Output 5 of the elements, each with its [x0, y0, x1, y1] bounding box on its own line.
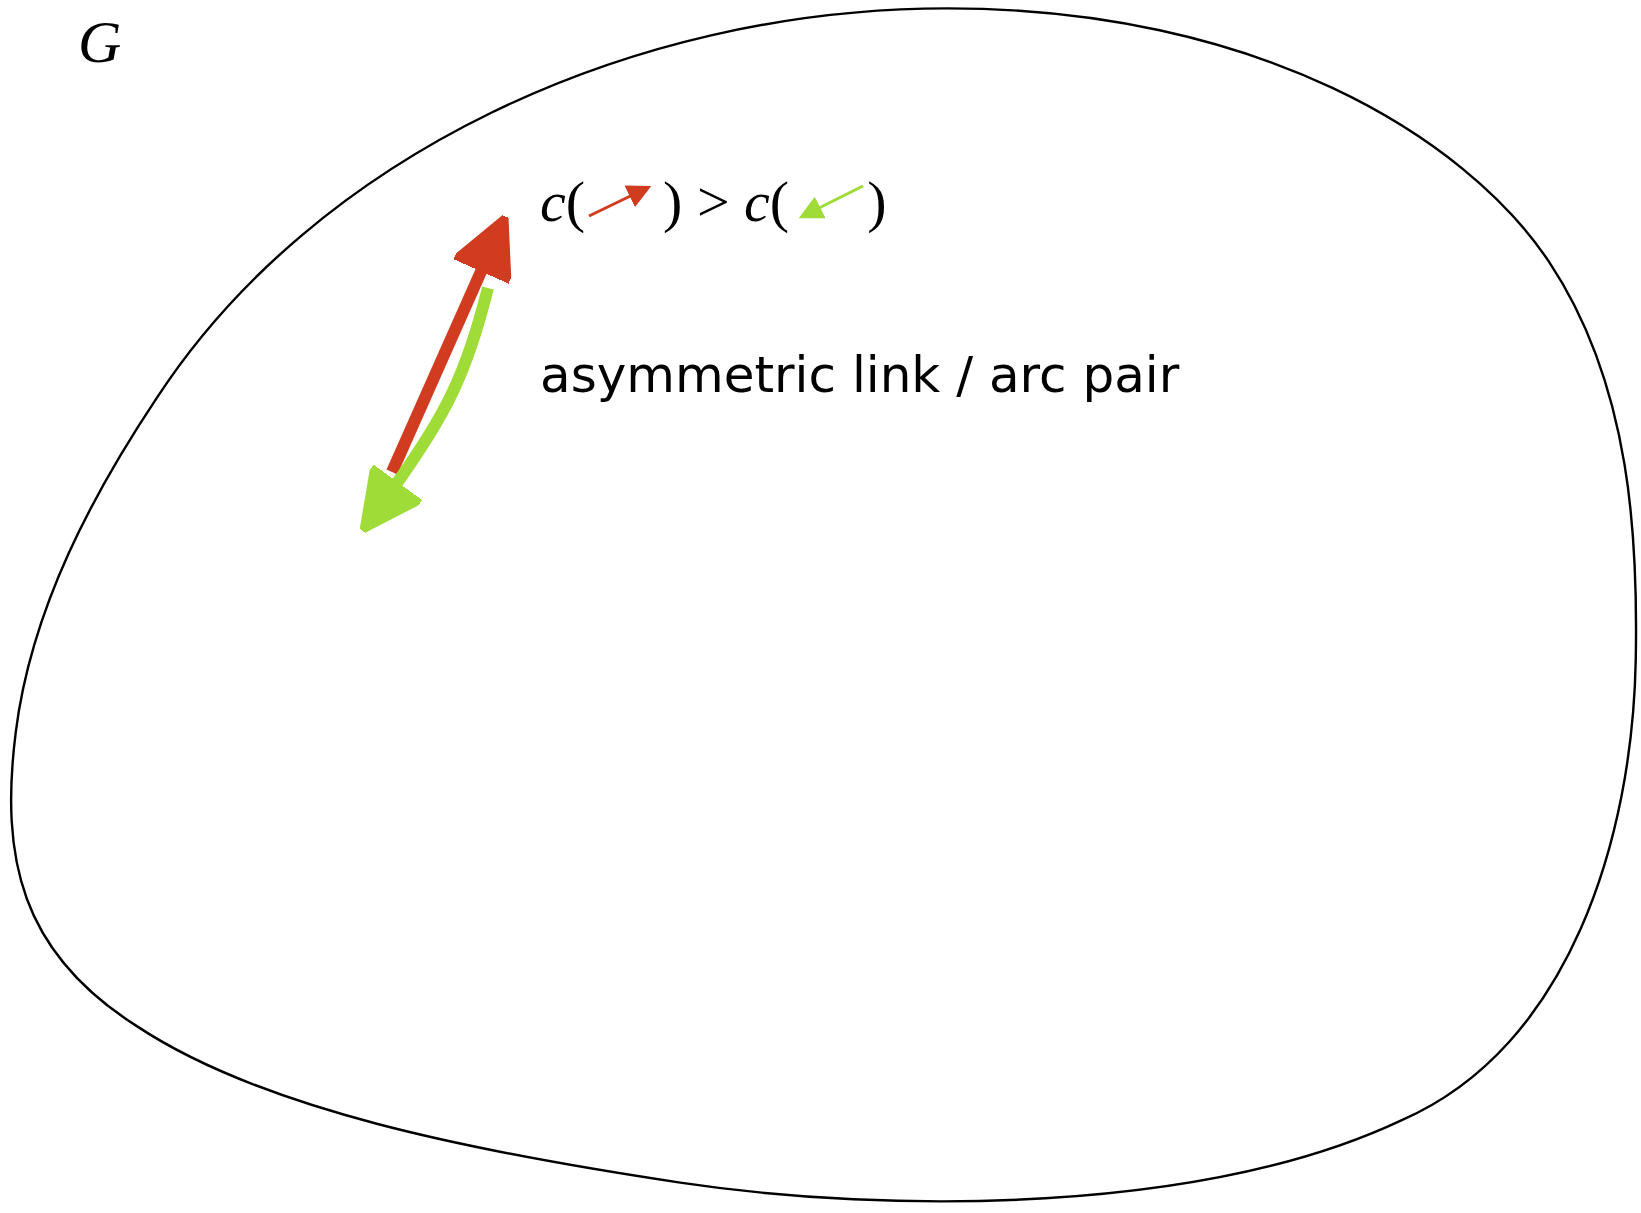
formula-text: c( — [540, 170, 586, 234]
formula-text: ) — [867, 170, 887, 234]
annotation-text: asymmetric link / arc pair — [540, 345, 1180, 405]
region-label: G — [78, 12, 122, 72]
formula-text: ) > c( — [663, 170, 790, 234]
